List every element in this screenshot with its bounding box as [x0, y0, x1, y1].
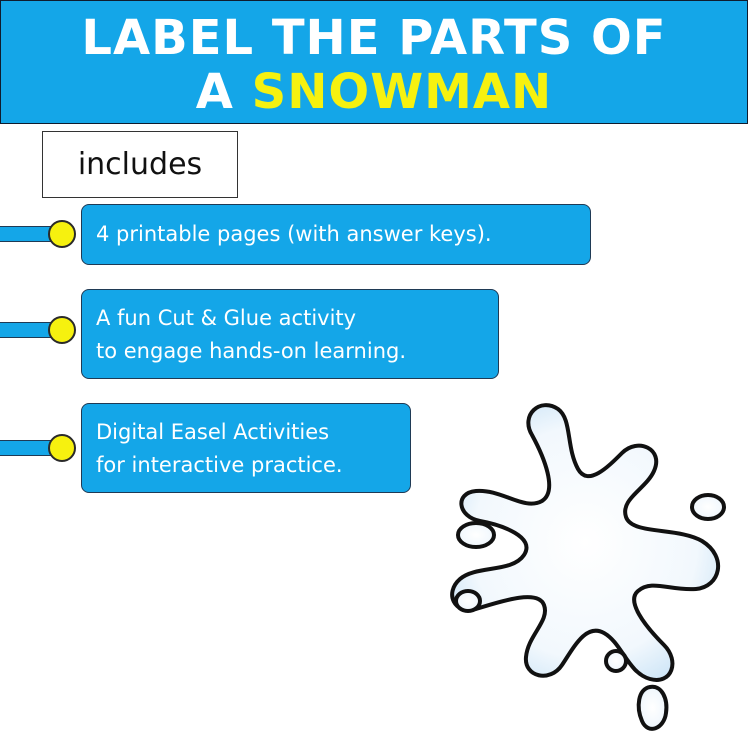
title-banner: LABEL THE PARTS OF A SNOWMAN: [0, 0, 748, 124]
title-line-2-prefix: A: [195, 64, 252, 120]
feature-3-line-1: Digital Easel Activities: [96, 420, 330, 444]
connector-bar: [0, 322, 60, 338]
feature-2-line-1: A fun Cut & Glue activity: [96, 306, 357, 330]
includes-label-box: includes: [42, 131, 238, 198]
connector-bar: [0, 226, 60, 242]
bullet-dot-icon: [48, 220, 76, 248]
feature-card-1: 4 printable pages (with answer keys).: [81, 204, 591, 265]
bullet-dot-icon: [48, 316, 76, 344]
snow-splat-icon: [450, 403, 726, 731]
feature-2-line-2: to engage hands-on learning.: [96, 339, 407, 363]
connector-bar: [0, 440, 60, 456]
includes-label: includes: [77, 147, 203, 182]
feature-3-line-2: for interactive practice.: [96, 453, 343, 477]
bullet-dot-icon: [48, 434, 76, 462]
title-highlight: SNOWMAN: [251, 64, 553, 120]
feature-card-3: Digital Easel Activities for interactive…: [81, 403, 411, 493]
feature-card-2: A fun Cut & Glue activity to engage hand…: [81, 289, 499, 379]
title-line-1: LABEL THE PARTS OF: [81, 10, 667, 66]
title-line-2: A SNOWMAN: [1, 65, 747, 119]
feature-1-line-1: 4 printable pages (with answer keys).: [96, 222, 492, 246]
